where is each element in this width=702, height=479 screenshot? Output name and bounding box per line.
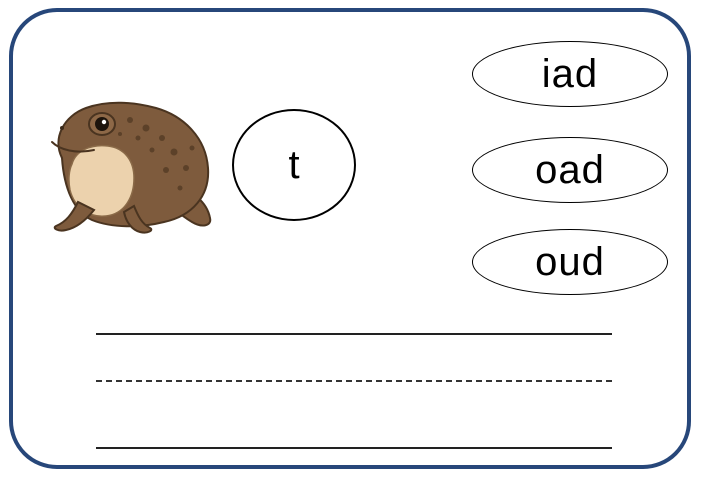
ending-option-oud[interactable]: oud — [472, 229, 668, 295]
ending-option-label: oad — [535, 148, 605, 192]
onset-letter: t — [288, 143, 300, 187]
ending-option-label: iad — [541, 52, 599, 96]
ending-option-label: oud — [535, 240, 605, 284]
onset-letter-circle: t — [232, 109, 356, 221]
writing-line-top — [96, 333, 612, 335]
ending-option-iad[interactable]: iad — [472, 41, 668, 107]
toad-icon — [51, 101, 212, 234]
writing-line-middle — [96, 380, 612, 382]
writing-line-bottom — [96, 447, 612, 449]
ending-option-oad[interactable]: oad — [472, 137, 668, 203]
